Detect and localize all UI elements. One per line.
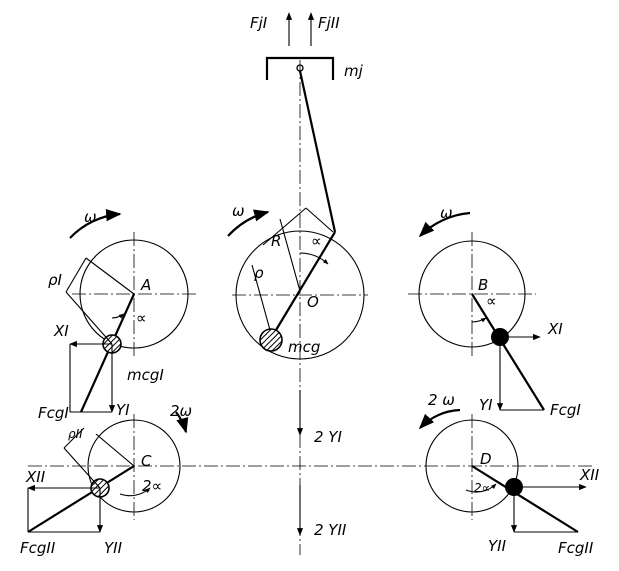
- label-fcg2-d: FcgII: [558, 539, 594, 557]
- alpha-arc-b: [471, 317, 487, 323]
- rho2-ext-c: [63, 447, 101, 489]
- r-dim-line: [279, 218, 301, 292]
- mechanism-d: 2 ω D 2∝ XII YII FcgII: [418, 391, 600, 557]
- label-y1-a: YI: [116, 401, 130, 419]
- two-alpha-arc-c: [119, 487, 151, 497]
- label-alpha-a: ∝: [136, 309, 147, 327]
- label-x2-d: XII: [579, 466, 600, 484]
- omega-arc-a: [69, 209, 122, 239]
- connecting-rod: [298, 70, 337, 233]
- label-2y1: 2 YI: [314, 428, 342, 446]
- label-y1-b: YI: [479, 396, 493, 414]
- label-alpha-b: ∝: [486, 292, 497, 310]
- label-mcg: mcg: [288, 338, 320, 356]
- label-omega-a: ω: [84, 208, 97, 226]
- force-fcg1-a: [79, 293, 136, 413]
- label-x2-c: XII: [25, 468, 46, 486]
- omega-arc-b: [418, 211, 471, 238]
- r-dim-ext: [305, 207, 334, 233]
- mechanism-b: ω B ∝ XI YI FcgI: [408, 204, 581, 419]
- label-2omega-c: 2ω: [170, 402, 192, 420]
- force-fcg2-d: [471, 465, 579, 533]
- r-dim-upper: [262, 207, 307, 246]
- rho-dim-line: [251, 264, 271, 331]
- label-mj: mj: [344, 62, 364, 80]
- force-fcg1-b: [471, 293, 545, 411]
- label-fcg1-b: FcgI: [550, 401, 581, 419]
- label-fj1: FjI: [250, 14, 268, 32]
- label-2y2: 2 YII: [314, 521, 347, 539]
- label-o: O: [307, 293, 319, 311]
- label-r: R: [271, 232, 281, 250]
- label-y2-d: YII: [488, 537, 507, 555]
- mechanism-a: ω ρI A ∝ XI mcgI FcgI YI: [38, 208, 196, 422]
- label-d: D: [480, 450, 492, 468]
- rho1-ext-a: [65, 291, 113, 345]
- label-fcg1-a: FcgI: [38, 404, 69, 422]
- omega-arc-c: [175, 411, 189, 434]
- label-omega-center: ω: [232, 202, 245, 220]
- crank-arm: [269, 231, 336, 341]
- label-x1-b: XI: [547, 320, 563, 338]
- label-2alpha-c: 2∝: [142, 477, 162, 495]
- force-fcg2-c: [27, 465, 135, 533]
- label-mcg1: mcgI: [127, 366, 164, 384]
- label-rho2: ρII: [68, 427, 83, 441]
- alpha-arc-center: [299, 252, 329, 265]
- label-b: B: [478, 276, 488, 294]
- piston: [265, 56, 335, 80]
- omega-arc-d: [418, 408, 461, 430]
- label-a: A: [140, 276, 151, 294]
- label-c: C: [141, 452, 152, 470]
- mechanism-c: 2ω ρII C 2∝ XII FcgII YII: [20, 402, 192, 557]
- label-rho1: ρI: [48, 271, 63, 289]
- label-2alpha-d: 2∝: [474, 481, 490, 495]
- mass-mcg: [259, 328, 283, 352]
- label-rho-center: ρ: [254, 264, 264, 282]
- alpha-arc-a: [111, 313, 125, 319]
- center-mechanism: FjI FjII mj ω R ρ ∝ O mcg 2 YI 2 YII: [227, 12, 368, 555]
- label-x1-a: XI: [53, 322, 69, 340]
- label-omega-b: ω: [440, 204, 453, 222]
- rho1-dim-a: [65, 257, 87, 293]
- rho2-dim-c: [63, 427, 85, 449]
- omega-arc-center: [227, 209, 270, 237]
- label-fj2: FjII: [318, 14, 340, 32]
- two-alpha-arc-d: [465, 483, 497, 493]
- label-2omega-d: 2 ω: [428, 391, 455, 409]
- label-fcg2-c: FcgII: [20, 539, 56, 557]
- rho2-line-c: [95, 433, 135, 467]
- label-alpha-center: ∝: [311, 232, 322, 250]
- label-y2-c: YII: [104, 539, 123, 557]
- rho1-line-a: [85, 257, 135, 295]
